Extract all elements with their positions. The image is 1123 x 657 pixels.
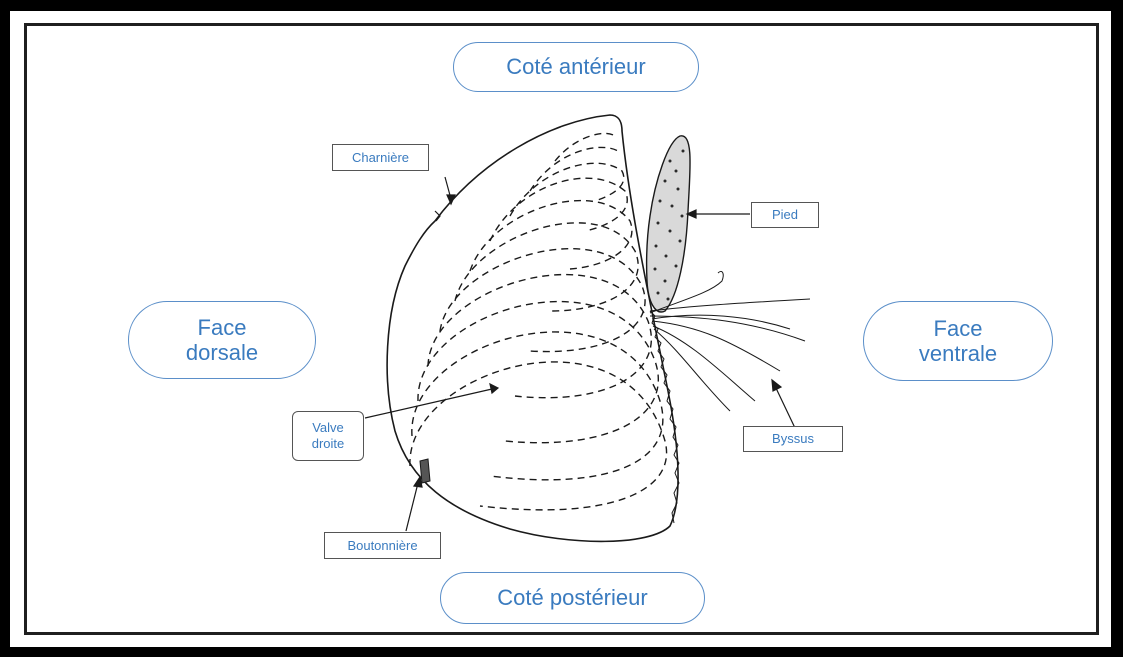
dorsal-face-oval: Face dorsale <box>128 301 316 379</box>
right-valve-label-box: Valve droite <box>292 411 364 461</box>
hinge-label: Charnière <box>352 150 409 166</box>
anterior-side-label: Coté antérieur <box>506 54 645 79</box>
shell-outline <box>387 115 678 541</box>
ventral-face-label-line2: ventrale <box>919 341 997 366</box>
foot-shape <box>647 136 690 312</box>
buttonhole-label: Boutonnière <box>347 538 417 554</box>
diagram-canvas: Coté antérieur Coté postérieur Face dors… <box>10 11 1111 647</box>
right-valve-label-line1: Valve <box>312 420 344 436</box>
ventral-face-oval: Face ventrale <box>863 301 1053 381</box>
dorsal-face-label-line2: dorsale <box>186 340 258 365</box>
shell-serrated-edge <box>650 311 679 523</box>
right-valve-label-line2: droite <box>312 436 345 452</box>
buttonhole-mark <box>420 459 430 483</box>
byssus-label: Byssus <box>772 431 814 447</box>
dorsal-face-label-line1: Face <box>198 315 247 340</box>
byssus-label-box: Byssus <box>743 426 843 452</box>
foot-label-box: Pied <box>751 202 819 228</box>
foot-label: Pied <box>772 207 798 223</box>
anterior-side-oval: Coté antérieur <box>453 42 699 92</box>
ventral-face-label-line1: Face <box>934 316 983 341</box>
hinge-label-box: Charnière <box>332 144 429 171</box>
buttonhole-label-box: Boutonnière <box>324 532 441 559</box>
posterior-side-oval: Coté postérieur <box>440 572 705 624</box>
posterior-side-label: Coté postérieur <box>497 585 647 610</box>
